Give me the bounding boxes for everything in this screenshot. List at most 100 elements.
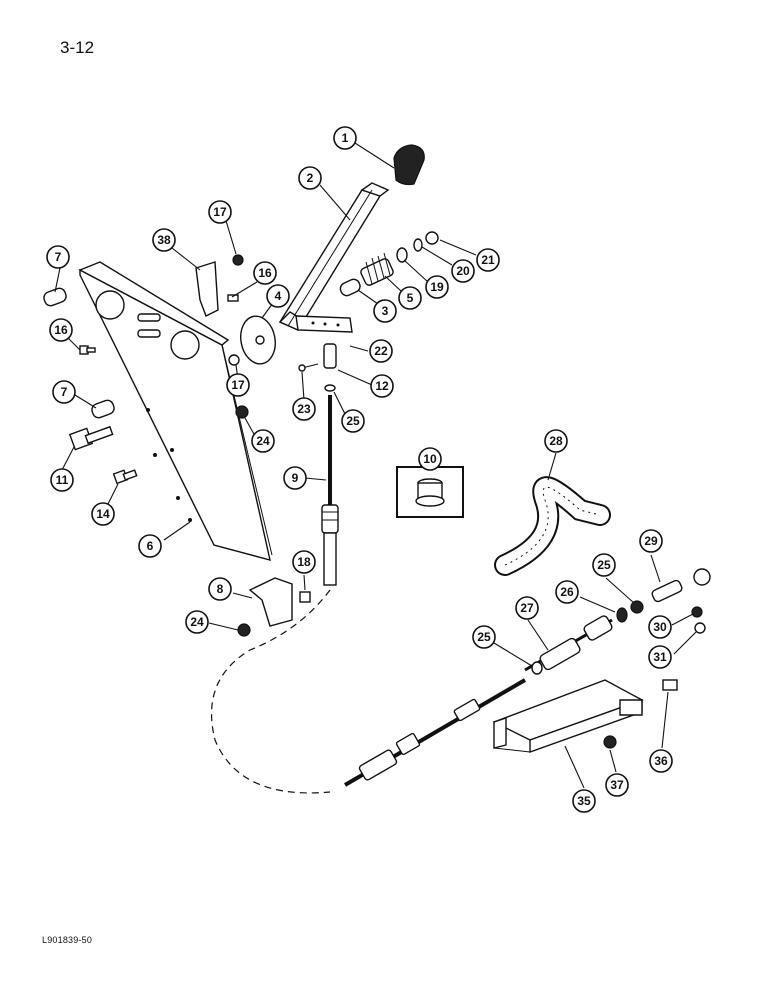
control-lever [278, 182, 390, 333]
svg-text:19: 19 [430, 280, 444, 294]
svg-text:16: 16 [54, 323, 68, 337]
nut-24-lower [237, 623, 251, 637]
svg-text:27: 27 [520, 601, 534, 615]
callout-11: 11 [50, 468, 74, 492]
svg-text:25: 25 [477, 630, 491, 644]
svg-text:22: 22 [374, 344, 388, 358]
callout-22: 22 [369, 339, 393, 363]
callout-2: 2 [298, 166, 322, 190]
callout-28: 28 [544, 429, 568, 453]
callout-6: 6 [138, 534, 162, 558]
callout-7-lower: 7 [52, 380, 76, 404]
fitting-36 [662, 679, 678, 691]
svg-text:30: 30 [653, 620, 667, 634]
callout-18: 18 [292, 550, 316, 574]
callout-36: 36 [649, 749, 673, 773]
figure-id: L901839-50 [42, 935, 93, 945]
callout-1: 1 [333, 126, 357, 150]
svg-text:26: 26 [560, 585, 574, 599]
washer-20 [413, 238, 423, 252]
svg-text:20: 20 [456, 264, 470, 278]
grommet-10 [415, 478, 445, 507]
callout-12: 12 [370, 374, 394, 398]
callout-10: 10 [418, 447, 442, 471]
bushing-lower [91, 399, 115, 419]
callout-24-mid: 24 [251, 429, 275, 453]
screw-18 [299, 591, 311, 603]
callout-29: 29 [639, 529, 663, 553]
svg-text:17: 17 [231, 378, 245, 392]
callout-16-left: 16 [49, 318, 73, 342]
svg-text:3: 3 [382, 304, 389, 318]
nut-25-c [630, 600, 644, 614]
nut-24 [235, 405, 249, 419]
bracket-38 [195, 261, 219, 317]
washer-25-top [324, 384, 336, 392]
svg-text:11: 11 [56, 473, 69, 487]
callout-17: 17 [208, 200, 232, 224]
callout-3: 3 [373, 299, 397, 323]
svg-text:17: 17 [213, 205, 227, 219]
callout-19: 19 [425, 275, 449, 299]
callout-38: 38 [152, 228, 176, 252]
lever-knob [393, 144, 425, 186]
callout-37: 37 [605, 773, 629, 797]
svg-text:16: 16 [258, 266, 272, 280]
svg-text:35: 35 [577, 794, 591, 808]
callout-35: 35 [572, 789, 596, 813]
callout-7-top: 7 [46, 245, 70, 269]
callout-25-right: 25 [592, 553, 616, 577]
callout-9: 9 [283, 466, 307, 490]
callout-5: 5 [398, 286, 422, 310]
svg-text:5: 5 [407, 291, 414, 305]
callout-27: 27 [515, 596, 539, 620]
spring-27 [539, 615, 613, 671]
svg-text:8: 8 [217, 582, 224, 596]
svg-text:12: 12 [375, 379, 389, 393]
bushing-top [43, 287, 67, 307]
svg-text:9: 9 [292, 471, 299, 485]
svg-text:4: 4 [275, 289, 282, 303]
washer-26 [616, 607, 628, 623]
svg-text:2: 2 [307, 171, 314, 185]
mounting-bracket-35 [492, 679, 644, 753]
callout-25-mid: 25 [472, 625, 496, 649]
clevis-12 [323, 343, 337, 369]
callout-24-lower: 24 [185, 610, 209, 634]
callout-8: 8 [208, 577, 232, 601]
bracket-8 [248, 577, 293, 627]
svg-text:24: 24 [256, 434, 270, 448]
svg-text:6: 6 [147, 539, 154, 553]
callout-21: 21 [476, 248, 500, 272]
washer-31 [694, 622, 706, 634]
svg-text:24: 24 [190, 615, 204, 629]
callout-16: 16 [253, 261, 277, 285]
screw-16 [227, 294, 239, 302]
svg-text:1: 1 [342, 131, 349, 145]
bolt-16-left [79, 345, 96, 355]
spring-5 [360, 252, 394, 286]
svg-text:7: 7 [55, 250, 62, 264]
callout-4: 4 [266, 284, 290, 308]
svg-text:25: 25 [346, 414, 360, 428]
bushing-3 [339, 278, 361, 297]
svg-text:10: 10 [423, 452, 437, 466]
nut-21 [425, 231, 439, 245]
callout-20: 20 [451, 259, 475, 283]
svg-text:31: 31 [653, 650, 667, 664]
svg-text:14: 14 [96, 507, 110, 521]
svg-text:37: 37 [610, 778, 624, 792]
callout-30: 30 [648, 615, 672, 639]
nut-17 [228, 354, 240, 366]
svg-text:36: 36 [654, 754, 668, 768]
svg-text:23: 23 [297, 402, 311, 416]
svg-text:28: 28 [549, 434, 563, 448]
washer-19 [396, 247, 408, 263]
cable-assembly [343, 678, 527, 787]
control-rod [321, 395, 339, 586]
page-number: 3-12 [60, 38, 95, 57]
callout-31: 31 [648, 645, 672, 669]
ball-joint-29 [651, 568, 711, 603]
svg-text:21: 21 [481, 253, 495, 267]
